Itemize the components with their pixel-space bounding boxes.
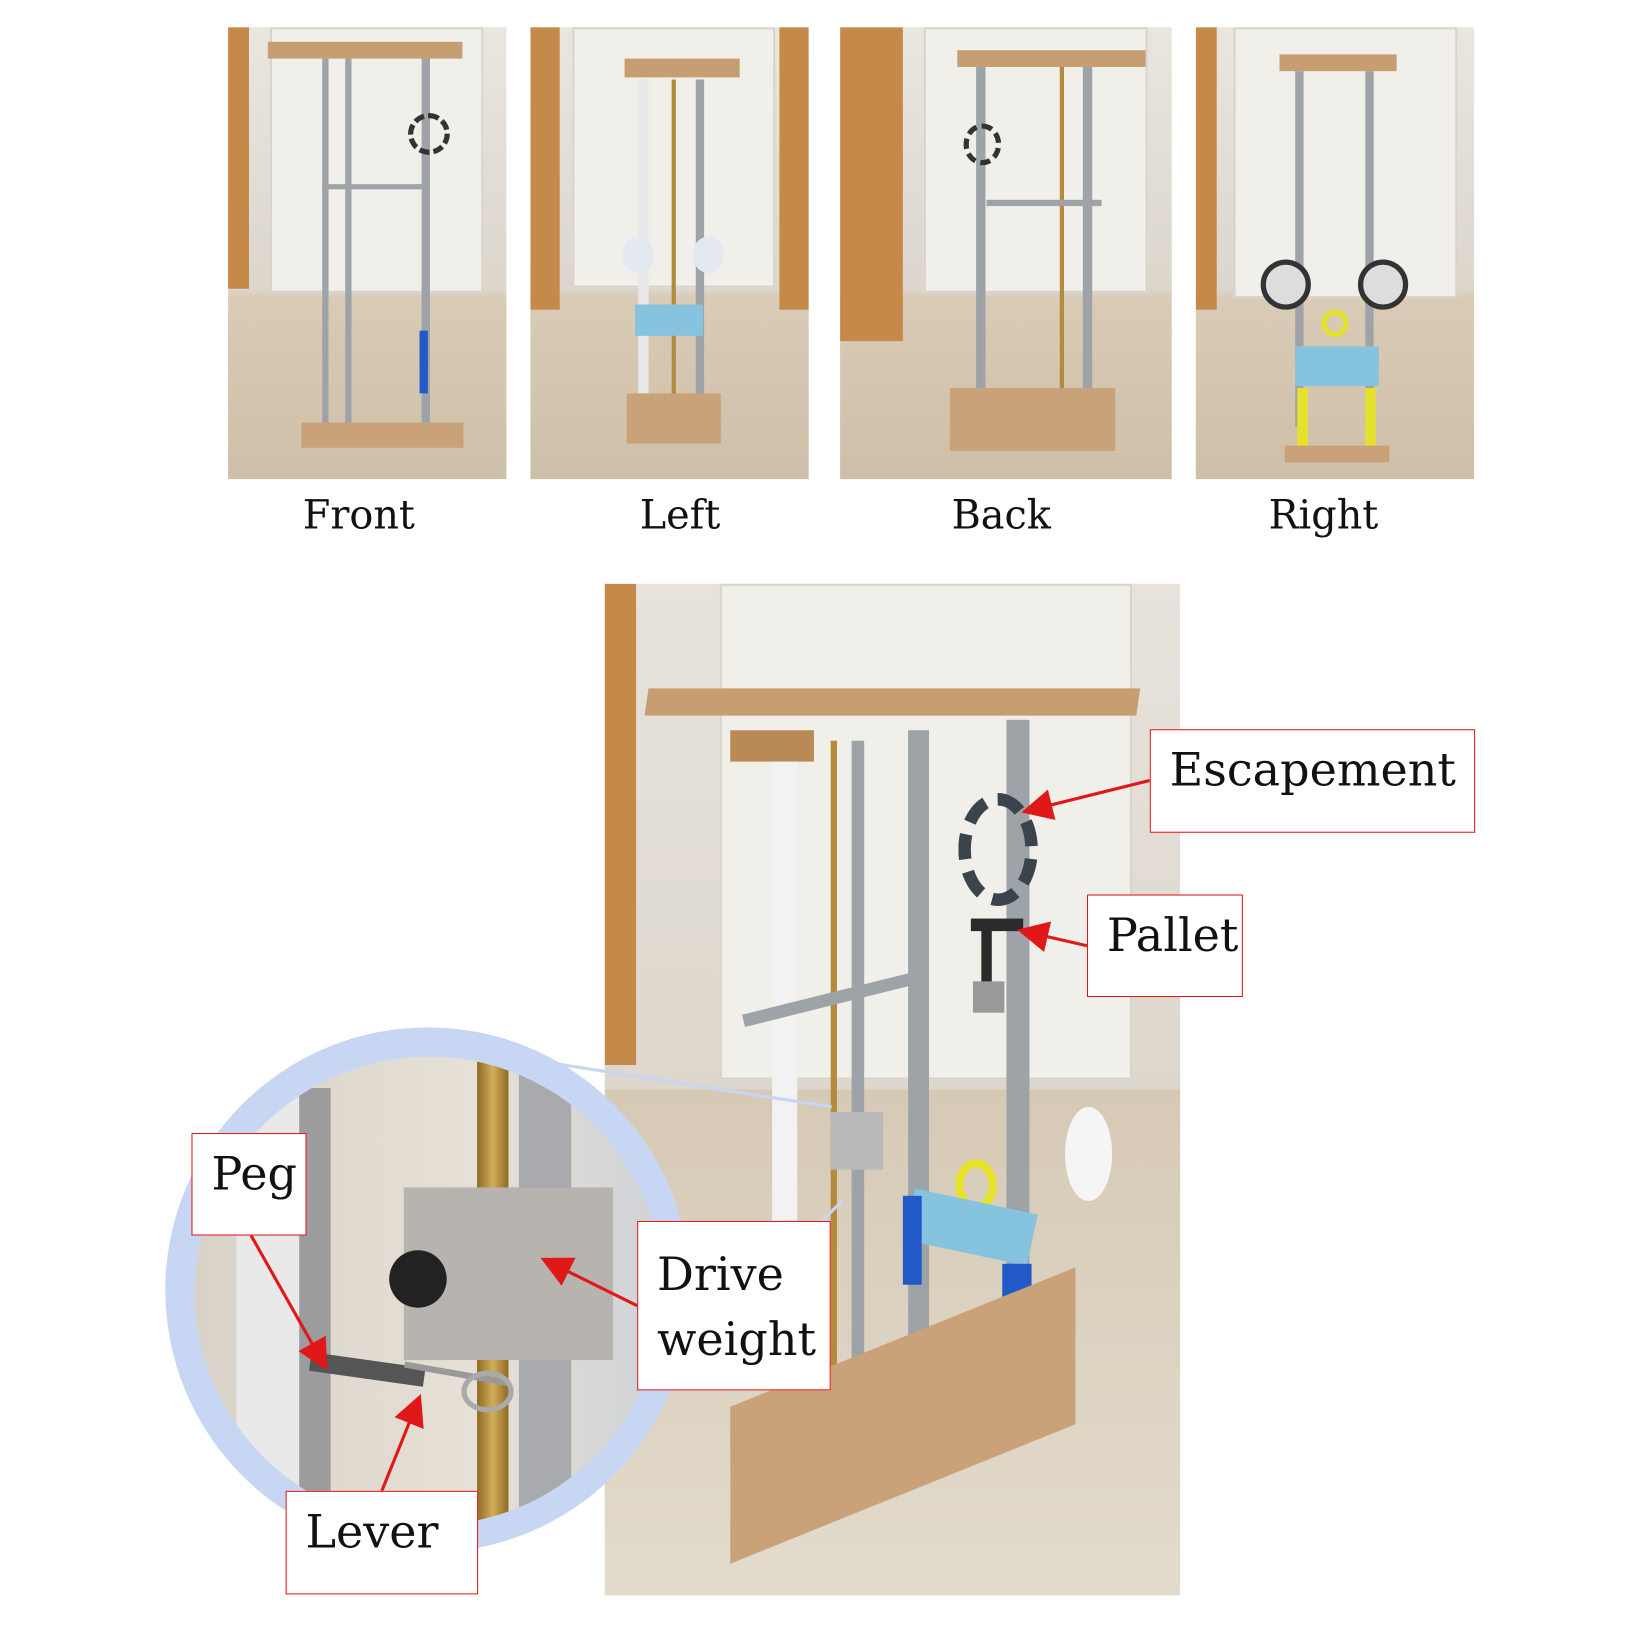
photo-left-view xyxy=(530,27,809,480)
caption-front: Front xyxy=(302,491,415,538)
photo-back-view xyxy=(840,27,1172,480)
callout-pallet: Pallet xyxy=(1087,894,1243,998)
callout-peg: Peg xyxy=(191,1133,307,1236)
caption-right: Right xyxy=(1268,491,1379,538)
caption-left: Left xyxy=(639,491,721,538)
callout-drive-weight-line2: weight xyxy=(657,1312,817,1366)
caption-back: Back xyxy=(951,491,1051,538)
photo-front-view xyxy=(228,27,507,480)
callout-drive-weight: Drive weight xyxy=(637,1220,831,1391)
callout-escapement: Escapement xyxy=(1149,729,1476,833)
photo-right-view xyxy=(1195,27,1475,480)
callout-lever: Lever xyxy=(285,1490,479,1595)
photo-main-perspective xyxy=(604,583,1181,1596)
escapement-wheel xyxy=(958,793,1038,907)
callout-drive-weight-line1: Drive xyxy=(657,1248,784,1302)
magnified-detail-photo xyxy=(194,1056,664,1526)
